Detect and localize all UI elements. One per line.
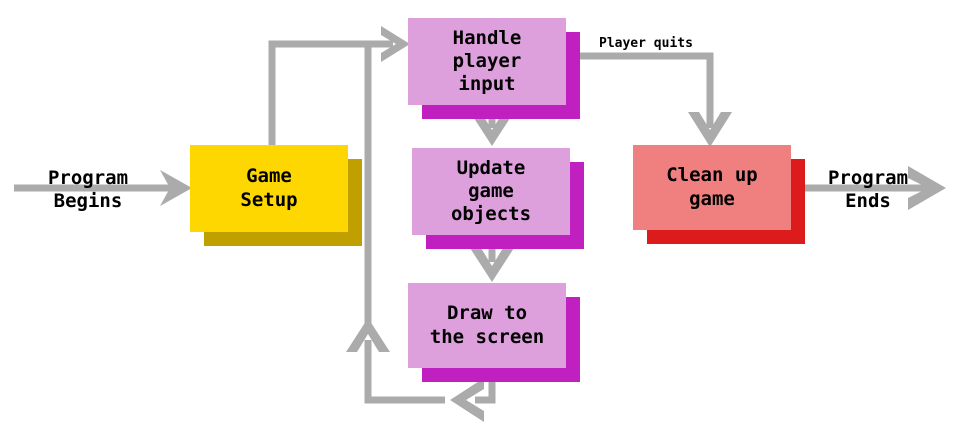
edge-game-setup-to-handle-input	[268, 40, 393, 150]
label-player-quits: Player quits	[599, 36, 693, 51]
edge-loop-return	[364, 340, 445, 404]
node-handle-player-input[interactable]: Handle player input	[408, 18, 566, 105]
arrowhead-into-clean-up	[688, 112, 732, 147]
arrowhead-loop-left	[450, 378, 484, 422]
arrowhead-loop-up	[346, 318, 390, 352]
node-draw-to-the-screen[interactable]: Draw to the screen	[408, 283, 566, 368]
arrowhead-into-game-setup	[160, 170, 192, 206]
arrowhead-into-handle-input	[381, 26, 410, 62]
label-program-ends: Program Ends	[827, 167, 909, 212]
node-update-game-objects[interactable]: Update game objects	[412, 148, 570, 235]
node-clean-up-game[interactable]: Clean up game	[633, 145, 791, 230]
arrowhead-into-draw	[470, 248, 514, 282]
edge-handle-input-to-clean-up	[580, 52, 714, 128]
node-game-setup[interactable]: Game Setup	[190, 145, 348, 232]
arrowhead-program-ends	[908, 166, 946, 210]
arrowhead-into-update	[470, 112, 514, 146]
label-program-begins: Program Begins	[47, 167, 129, 212]
